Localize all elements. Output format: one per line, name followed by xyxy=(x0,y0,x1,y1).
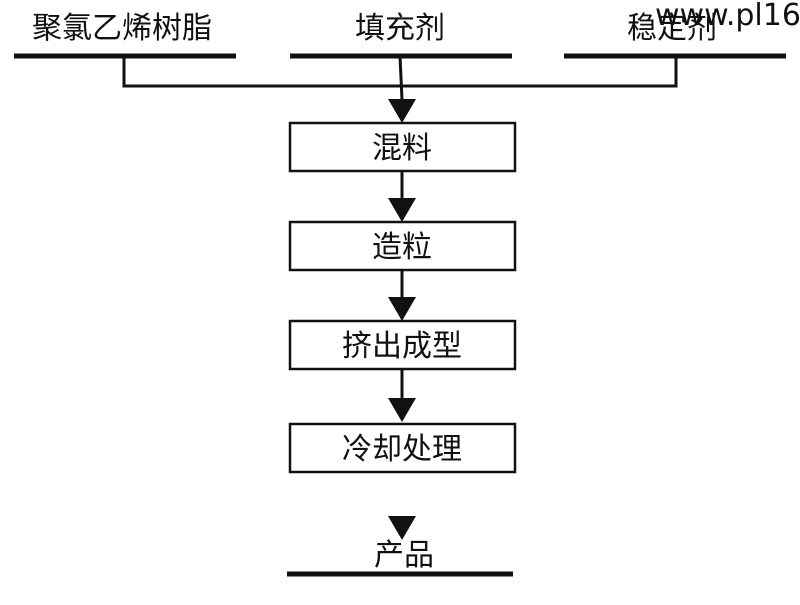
filler-down-line xyxy=(398,55,404,101)
step-label-mixing: 混料 xyxy=(372,131,432,166)
step-label-extrusion: 挤出成型 xyxy=(342,329,462,364)
step-label-cooling: 冷却处理 xyxy=(342,432,462,467)
input-label-stabilizer: 稳定剂 xyxy=(627,11,717,46)
arrow-down-icon-4 xyxy=(388,516,416,540)
step-label-pelletizing: 造粒 xyxy=(372,230,432,265)
watermark: www.pl1689.com xyxy=(655,0,800,33)
arrow-down-icon-2 xyxy=(388,297,416,321)
arrow-into-mixing-icon xyxy=(388,99,416,123)
input-label-resin: 聚氯乙烯树脂 xyxy=(32,11,212,46)
step-box-cooling xyxy=(288,422,517,474)
input-label-filler: 填充剂 xyxy=(355,11,445,46)
arrow-down-icon-3 xyxy=(388,398,416,422)
output-label-product: 产品 xyxy=(374,538,434,573)
arrow-down-icon-1 xyxy=(388,198,416,222)
